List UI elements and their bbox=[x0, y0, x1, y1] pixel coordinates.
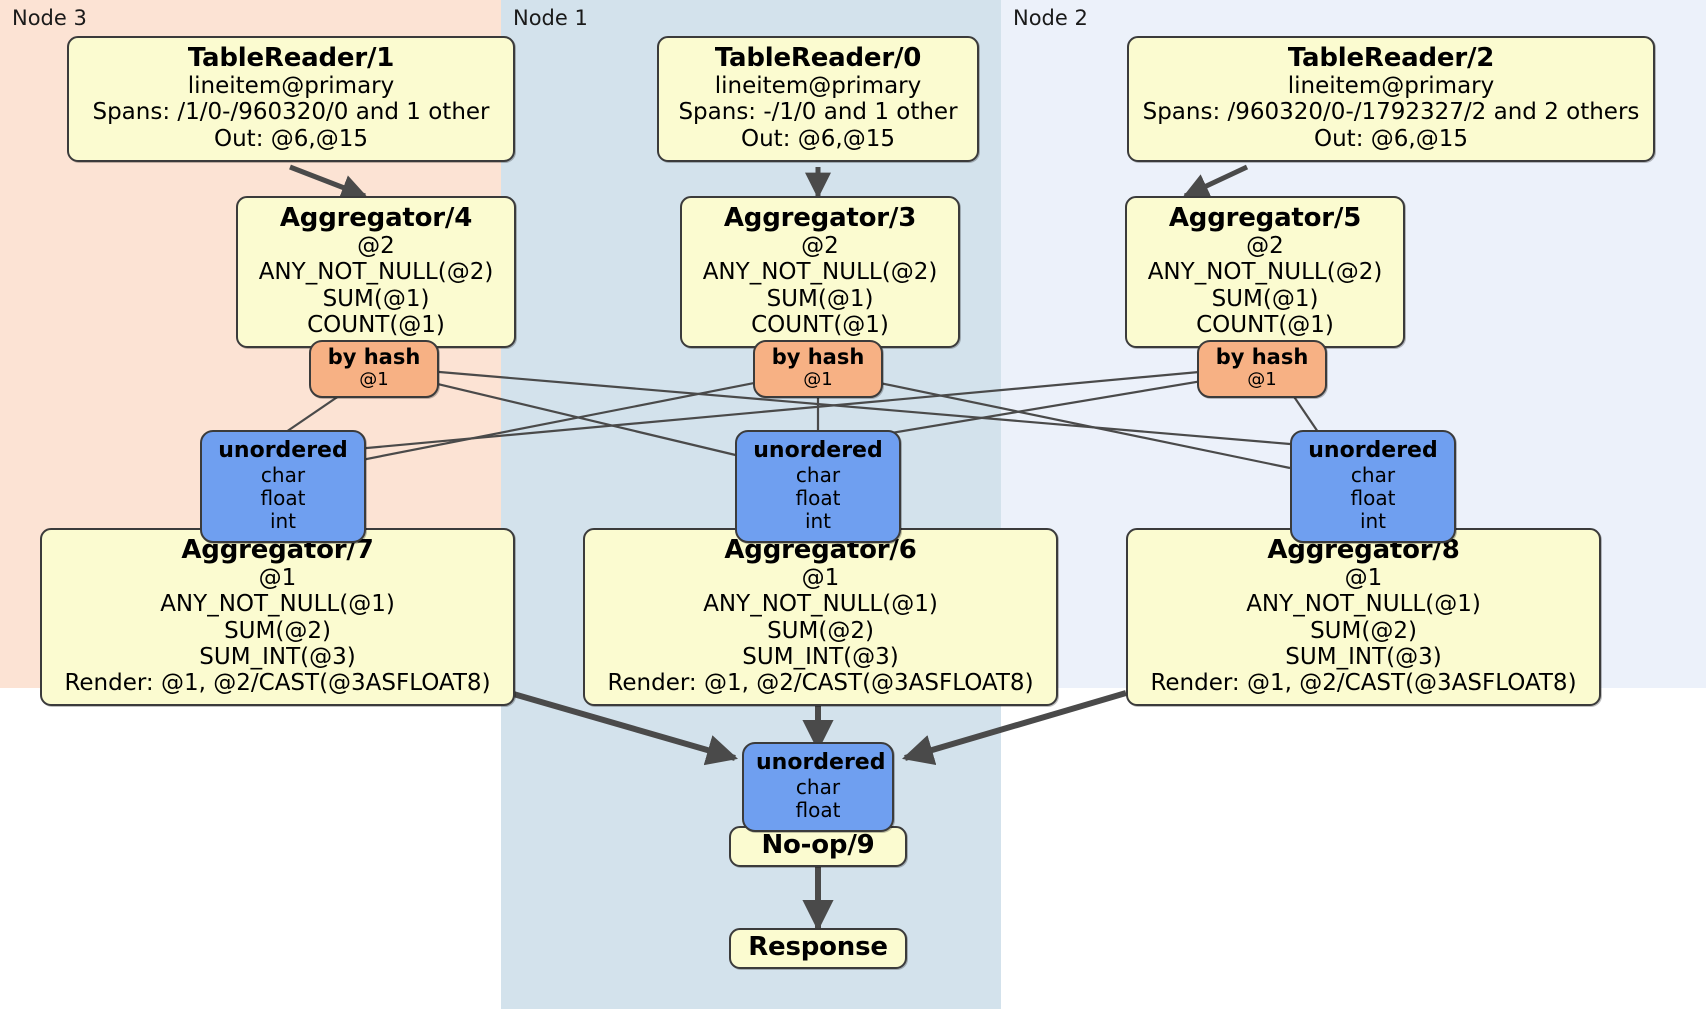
router-title: by hash bbox=[1215, 345, 1309, 369]
node-line: lineitem@primary bbox=[1287, 73, 1495, 100]
node-line: SUM(@2) bbox=[1310, 617, 1417, 644]
node-line: SUM(@2) bbox=[767, 617, 874, 644]
node-line: ANY_NOT_NULL(@1) bbox=[160, 591, 395, 618]
node-tablereader-2[interactable]: TableReader/2 lineitem@primary Spans: /9… bbox=[1127, 36, 1655, 162]
node-line: Out: @6,@15 bbox=[741, 125, 895, 152]
node-line: Out: @6,@15 bbox=[1314, 125, 1468, 152]
node-line: Spans: /1/0-/960320/0 and 1 other bbox=[92, 99, 490, 126]
node-line: SUM_INT(@3) bbox=[742, 643, 899, 670]
node-line: Render: @1, @2/CAST(@3ASFLOAT8) bbox=[1150, 669, 1577, 696]
router-line: @1 bbox=[803, 368, 833, 390]
node-aggregator-4[interactable]: Aggregator/4 @2 ANY_NOT_NULL(@2) SUM(@1)… bbox=[236, 196, 516, 348]
node-line: Render: @1, @2/CAST(@3ASFLOAT8) bbox=[607, 669, 1034, 696]
node-aggregator-7[interactable]: Aggregator/7 @1 ANY_NOT_NULL(@1) SUM(@2)… bbox=[40, 528, 515, 707]
node-title: Aggregator/4 bbox=[279, 203, 473, 233]
node-line: @1 bbox=[1344, 565, 1383, 592]
receiver-title: unordered bbox=[756, 750, 886, 775]
router-line: @1 bbox=[1247, 368, 1277, 390]
receiver-line: char bbox=[260, 462, 306, 487]
node-line: SUM(@1) bbox=[322, 285, 430, 312]
router-title: by hash bbox=[327, 345, 421, 369]
node-panel-label-node2: Node 2 bbox=[1013, 6, 1088, 30]
node-line: ANY_NOT_NULL(@2) bbox=[702, 259, 938, 286]
receiver-line: char bbox=[1350, 462, 1396, 487]
node-line: COUNT(@1) bbox=[751, 311, 889, 338]
receiver-line: int bbox=[804, 508, 832, 533]
node-noop-9[interactable]: No-op/9 bbox=[729, 826, 907, 868]
receiver-line: float bbox=[795, 485, 841, 510]
node-aggregator-8[interactable]: Aggregator/8 @1 ANY_NOT_NULL(@1) SUM(@2)… bbox=[1126, 528, 1601, 707]
router-title: by hash bbox=[771, 345, 865, 369]
node-title: TableReader/1 bbox=[187, 43, 395, 73]
node-panel-label-node3: Node 3 bbox=[12, 6, 87, 30]
receiver-line: int bbox=[1359, 508, 1387, 533]
node-line: @2 bbox=[801, 233, 839, 260]
node-aggregator-6[interactable]: Aggregator/6 @1 ANY_NOT_NULL(@1) SUM(@2)… bbox=[583, 528, 1058, 707]
node-line: SUM_INT(@3) bbox=[199, 643, 356, 670]
router-by-hash-right[interactable]: by hash @1 bbox=[1197, 340, 1327, 398]
router-by-hash-left[interactable]: by hash @1 bbox=[309, 340, 439, 398]
receiver-line: float bbox=[260, 485, 306, 510]
receiver-line: char bbox=[795, 774, 841, 799]
receiver-unordered-right[interactable]: unordered char float int bbox=[1290, 430, 1456, 544]
node-line: Spans: /960320/0-/1792327/2 and 2 others bbox=[1142, 99, 1640, 126]
node-line: @1 bbox=[801, 565, 840, 592]
node-line: SUM(@1) bbox=[766, 285, 874, 312]
node-title: No-op/9 bbox=[761, 830, 875, 860]
node-line: @1 bbox=[258, 565, 297, 592]
node-line: COUNT(@1) bbox=[1196, 311, 1334, 338]
node-line: SUM(@2) bbox=[224, 617, 331, 644]
node-line: Out: @6,@15 bbox=[214, 125, 368, 152]
receiver-title: unordered bbox=[218, 438, 348, 463]
receiver-unordered-left[interactable]: unordered char float int bbox=[200, 430, 366, 544]
node-tablereader-1[interactable]: TableReader/1 lineitem@primary Spans: /1… bbox=[67, 36, 515, 162]
receiver-line: char bbox=[795, 462, 841, 487]
receiver-title: unordered bbox=[753, 438, 883, 463]
node-title: Aggregator/3 bbox=[723, 203, 917, 233]
node-title: TableReader/2 bbox=[1287, 43, 1495, 73]
node-title: Response bbox=[748, 932, 888, 962]
node-line: Spans: -/1/0 and 1 other bbox=[678, 99, 958, 126]
node-title: Aggregator/5 bbox=[1168, 203, 1362, 233]
node-aggregator-3[interactable]: Aggregator/3 @2 ANY_NOT_NULL(@2) SUM(@1)… bbox=[680, 196, 960, 348]
receiver-line: int bbox=[269, 508, 297, 533]
receiver-unordered-center[interactable]: unordered char float int bbox=[735, 430, 901, 544]
node-line: lineitem@primary bbox=[187, 73, 395, 100]
receiver-line: float bbox=[1350, 485, 1396, 510]
receiver-title: unordered bbox=[1308, 438, 1438, 463]
node-panel-label-node1: Node 1 bbox=[513, 6, 588, 30]
node-line: ANY_NOT_NULL(@2) bbox=[258, 259, 494, 286]
node-line: SUM(@1) bbox=[1211, 285, 1319, 312]
node-line: SUM_INT(@3) bbox=[1285, 643, 1442, 670]
node-line: lineitem@primary bbox=[714, 73, 922, 100]
router-by-hash-center[interactable]: by hash @1 bbox=[753, 340, 883, 398]
node-title: TableReader/0 bbox=[714, 43, 922, 73]
receiver-line: float bbox=[795, 797, 841, 822]
node-response[interactable]: Response bbox=[729, 928, 907, 970]
node-line: Render: @1, @2/CAST(@3ASFLOAT8) bbox=[64, 669, 491, 696]
node-line: @2 bbox=[357, 233, 395, 260]
node-line: COUNT(@1) bbox=[307, 311, 445, 338]
router-line: @1 bbox=[359, 368, 389, 390]
node-line: @2 bbox=[1246, 233, 1284, 260]
node-aggregator-5[interactable]: Aggregator/5 @2 ANY_NOT_NULL(@2) SUM(@1)… bbox=[1125, 196, 1405, 348]
node-tablereader-0[interactable]: TableReader/0 lineitem@primary Spans: -/… bbox=[657, 36, 979, 162]
node-line: ANY_NOT_NULL(@1) bbox=[1246, 591, 1481, 618]
receiver-unordered-final[interactable]: unordered char float bbox=[742, 742, 894, 832]
node-line: ANY_NOT_NULL(@1) bbox=[703, 591, 938, 618]
node-line: ANY_NOT_NULL(@2) bbox=[1147, 259, 1383, 286]
